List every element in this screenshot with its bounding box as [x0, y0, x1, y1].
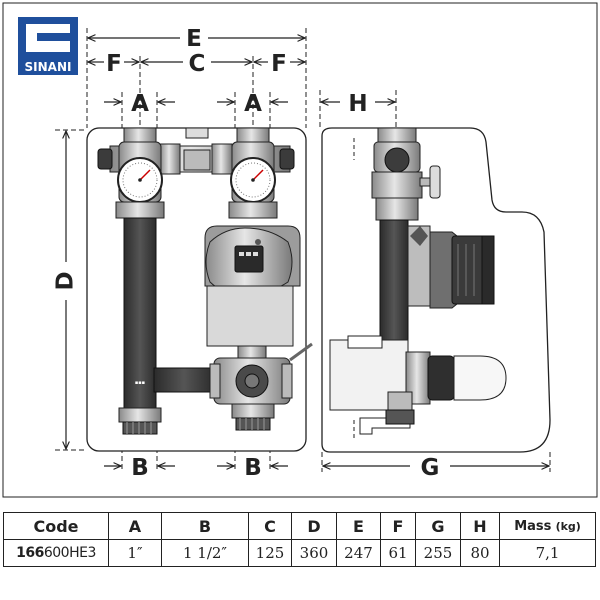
cell-c: 125 — [248, 539, 292, 567]
dimension-arrows — [66, 38, 549, 466]
front-view: ▪▪▪ — [86, 127, 313, 452]
pump-motor — [206, 285, 294, 347]
svg-text:▪▪▪: ▪▪▪ — [135, 380, 145, 386]
logo-text: SINANI — [25, 60, 72, 74]
header-a: A — [108, 512, 162, 540]
cell-d: 360 — [291, 539, 337, 567]
spec-table: Code A B C D E F G H Mass (kg) 166600HE3… — [3, 512, 596, 567]
header-c: C — [248, 512, 292, 540]
header-g: G — [415, 512, 461, 540]
diagram-frame — [2, 2, 598, 498]
side-view — [321, 127, 551, 453]
header-h: H — [460, 512, 500, 540]
dim-label-b-left: B — [131, 455, 149, 481]
header-mass: Mass (kg) — [499, 512, 596, 540]
thread-left — [122, 421, 158, 435]
header-d: D — [291, 512, 337, 540]
cell-code: 166600HE3 — [3, 539, 109, 567]
header-f: F — [380, 512, 416, 540]
cell-b: 1 1/2″ — [161, 539, 249, 567]
dim-label-g: G — [421, 455, 440, 481]
cell-a: 1″ — [108, 539, 162, 567]
header-mass-label: Mass — [514, 518, 552, 534]
dim-label-c: C — [189, 51, 206, 77]
return-pipe — [123, 217, 157, 409]
cell-f: 61 — [380, 539, 416, 567]
sinani-logo: SINANI — [18, 17, 78, 75]
pump-control-panel — [234, 245, 264, 273]
header-mass-unit: (kg) — [555, 519, 581, 533]
spec-data-row: 166600HE3 1″ 1 1/2″ 125 360 247 61 255 8… — [3, 539, 596, 567]
dim-label-f-right: F — [271, 51, 287, 77]
cell-g: 255 — [415, 539, 461, 567]
code-prefix: 166 — [16, 545, 44, 561]
dim-label-a-right: A — [244, 91, 262, 117]
dim-label-d: D — [53, 271, 79, 290]
thread-right — [235, 417, 271, 431]
valve-handle-right — [279, 148, 295, 170]
cell-h: 80 — [460, 539, 500, 567]
cell-mass: 7,1 — [499, 539, 596, 567]
header-b: B — [161, 512, 249, 540]
dim-label-h: H — [348, 91, 367, 117]
side-valve-handle — [429, 165, 441, 199]
header-code: Code — [3, 512, 109, 540]
dim-label-a-left: A — [131, 91, 149, 117]
header-e: E — [336, 512, 381, 540]
dim-label-e: E — [186, 26, 202, 52]
valve-handle-left — [97, 148, 113, 170]
dimension-labels: E F C F A A H D B B G — [53, 26, 440, 481]
thermometer-right-icon — [230, 157, 276, 203]
dim-label-f-left: F — [106, 51, 122, 77]
code-suffix: 600HE3 — [43, 545, 97, 561]
side-actuator — [453, 355, 507, 401]
actuator-cable — [289, 342, 313, 362]
cell-e: 247 — [336, 539, 381, 567]
dim-label-b-right: B — [244, 455, 262, 481]
spec-header-row: Code A B C D E F G H Mass (kg) — [3, 512, 596, 540]
thermometer-left-icon — [117, 157, 163, 203]
